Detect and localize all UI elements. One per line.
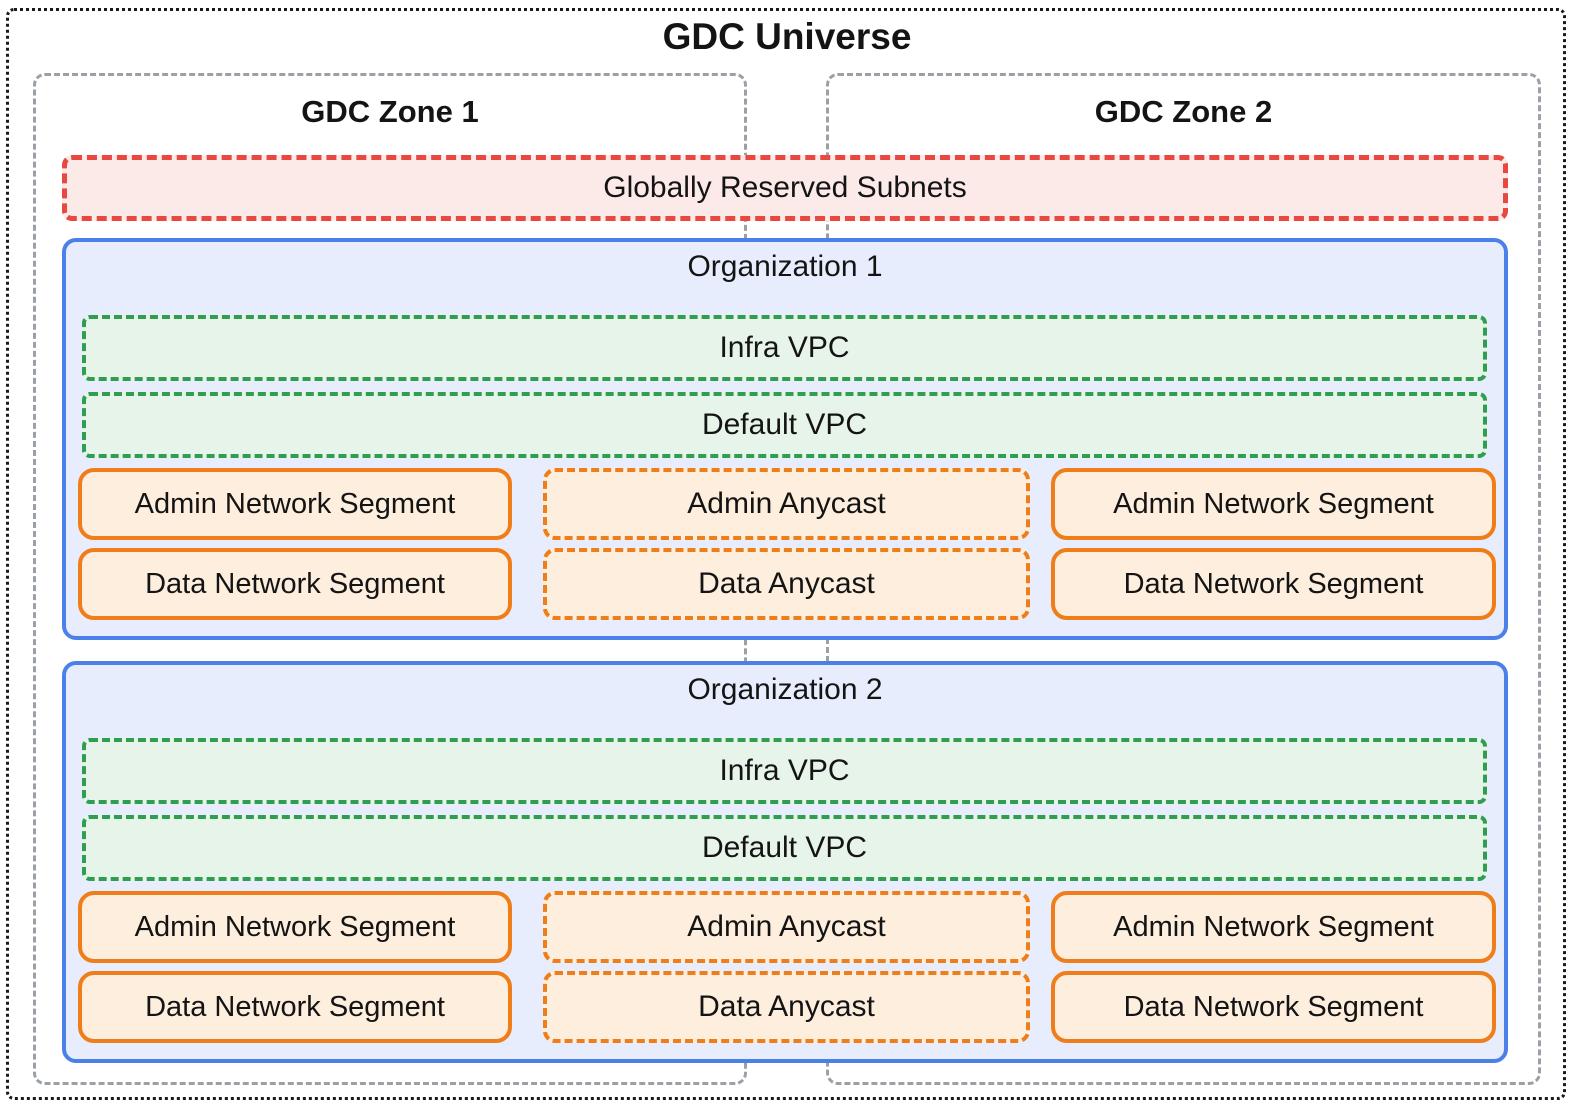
org1-default-vpc-label: Default VPC bbox=[701, 408, 868, 441]
org2-default-vpc: Default VPC bbox=[82, 815, 1487, 881]
org2-data-network-segment-zone1-label: Data Network Segment bbox=[145, 990, 445, 1023]
organization-1-title: Organization 1 bbox=[687, 250, 883, 283]
org2-admin-network-segment-zone1-label: Admin Network Segment bbox=[134, 910, 456, 943]
org1-admin-anycast-label: Admin Anycast bbox=[687, 487, 886, 520]
organization-2-title: Organization 2 bbox=[687, 673, 883, 706]
org2-data-anycast: Data Anycast bbox=[543, 971, 1030, 1043]
org2-data-network-segment-zone2: Data Network Segment bbox=[1051, 971, 1496, 1043]
org2-data-anycast-label: Data Anycast bbox=[698, 990, 875, 1023]
gdc-zone-1-title: GDC Zone 1 bbox=[301, 94, 479, 129]
org2-admin-network-segment-zone1: Admin Network Segment bbox=[78, 891, 512, 963]
gdc-universe-title: GDC Universe bbox=[662, 16, 912, 57]
organization-1: Organization 1 Infra VPC Default VPC Adm… bbox=[62, 238, 1508, 640]
org1-infra-vpc: Infra VPC bbox=[82, 315, 1487, 381]
org2-infra-vpc: Infra VPC bbox=[82, 738, 1487, 804]
org1-admin-anycast: Admin Anycast bbox=[543, 468, 1030, 540]
globally-reserved-subnets: Globally Reserved Subnets bbox=[62, 155, 1508, 221]
org2-admin-anycast: Admin Anycast bbox=[543, 891, 1030, 963]
org1-data-anycast-label: Data Anycast bbox=[698, 567, 875, 600]
org1-admin-network-segment-zone1: Admin Network Segment bbox=[78, 468, 512, 540]
org1-data-anycast: Data Anycast bbox=[543, 548, 1030, 620]
org1-data-network-segment-zone1: Data Network Segment bbox=[78, 548, 512, 620]
organization-2: Organization 2 Infra VPC Default VPC Adm… bbox=[62, 661, 1508, 1063]
globally-reserved-subnets-label: Globally Reserved Subnets bbox=[603, 171, 967, 204]
org2-data-network-segment-zone1: Data Network Segment bbox=[78, 971, 512, 1043]
org1-data-network-segment-zone2-label: Data Network Segment bbox=[1123, 567, 1424, 600]
gdc-zone-2-title: GDC Zone 2 bbox=[1094, 94, 1273, 129]
org1-data-network-segment-zone1-label: Data Network Segment bbox=[145, 567, 445, 600]
org2-data-network-segment-zone2-label: Data Network Segment bbox=[1123, 990, 1424, 1023]
org2-default-vpc-label: Default VPC bbox=[701, 831, 868, 864]
org1-admin-network-segment-zone2: Admin Network Segment bbox=[1051, 468, 1496, 540]
org2-admin-anycast-label: Admin Anycast bbox=[687, 910, 886, 943]
org2-infra-vpc-label: Infra VPC bbox=[719, 754, 850, 787]
org2-admin-network-segment-zone2-label: Admin Network Segment bbox=[1113, 910, 1434, 943]
org1-admin-network-segment-zone1-label: Admin Network Segment bbox=[134, 487, 456, 520]
gdc-universe-boundary bbox=[6, 8, 1566, 1100]
org1-data-network-segment-zone2: Data Network Segment bbox=[1051, 548, 1496, 620]
org1-default-vpc: Default VPC bbox=[82, 392, 1487, 458]
org1-admin-network-segment-zone2-label: Admin Network Segment bbox=[1113, 487, 1434, 520]
org2-admin-network-segment-zone2: Admin Network Segment bbox=[1051, 891, 1496, 963]
org1-infra-vpc-label: Infra VPC bbox=[719, 331, 850, 364]
